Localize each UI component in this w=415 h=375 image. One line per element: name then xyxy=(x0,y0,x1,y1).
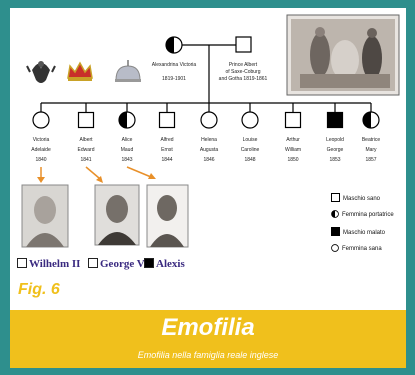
figure-label: Fig. 6 xyxy=(18,281,60,298)
caption-wilhelm: Wilhelm II xyxy=(17,258,80,270)
mother-years: 1819-1901 xyxy=(162,76,186,82)
page-title: Emofilia xyxy=(161,314,255,341)
child-birth-year: 1848 xyxy=(244,157,255,163)
healthy-male-square-icon xyxy=(88,258,98,268)
child-name: Edward xyxy=(78,147,95,153)
legend-healthy-female: Femmina sana xyxy=(331,244,382,252)
title-banner xyxy=(10,310,406,368)
child-symbol-3 xyxy=(118,111,136,129)
child-name: Mary xyxy=(365,147,377,153)
child-symbol-9 xyxy=(362,111,380,129)
child-name: Victoria xyxy=(33,137,50,143)
affected-male-square-icon xyxy=(144,258,154,268)
child-name: Maud xyxy=(121,147,134,153)
page-subtitle: Emofilia nella famiglia reale inglese xyxy=(137,350,279,360)
child-name: Louise xyxy=(243,137,258,143)
imperial-crown-icon xyxy=(115,60,141,82)
child-name: Alice xyxy=(122,137,133,143)
caption-alexis: Alexis xyxy=(144,258,185,270)
child-symbol-7 xyxy=(284,111,302,129)
child-symbol-4 xyxy=(158,111,176,129)
child-name: Albert xyxy=(79,137,93,143)
child-symbol-2 xyxy=(77,111,95,129)
child-birth-year: 1850 xyxy=(287,157,298,163)
child-birth-year: 1857 xyxy=(365,157,376,163)
eagle-emblem-icon xyxy=(26,61,56,83)
child-birth-year: 1853 xyxy=(329,157,340,163)
child-symbol-1 xyxy=(32,111,50,129)
healthy-male-legend-icon xyxy=(331,193,340,202)
child-name: Caroline xyxy=(241,147,260,153)
child-name: Helena xyxy=(201,137,217,143)
carrier-female-legend-icon xyxy=(331,210,339,218)
portrait-george xyxy=(94,184,140,246)
legend-affected-male: Maschio malato xyxy=(331,227,385,236)
crown-icon xyxy=(67,61,93,81)
descent-arrows xyxy=(37,166,156,183)
child-name: Leopold xyxy=(326,137,344,143)
child-name: Adelaide xyxy=(31,147,51,153)
legend-carrier-female: Femmina portatrice xyxy=(331,210,394,218)
royal-family-painting xyxy=(286,14,400,96)
child-birth-year: 1844 xyxy=(161,157,172,163)
father-name-2: of Saxe-Coburg xyxy=(225,69,260,75)
father-name-3: and Gotha 1819-1861 xyxy=(219,76,268,82)
child-birth-year: 1841 xyxy=(80,157,91,163)
mother-name: Alexandrina Victoria xyxy=(152,62,197,68)
child-birth-year: 1843 xyxy=(121,157,132,163)
child-name: Alfred xyxy=(160,137,173,143)
healthy-female-legend-icon xyxy=(331,244,339,252)
child-name: Arthur xyxy=(286,137,300,143)
child-name: George xyxy=(327,147,344,153)
father-name-1: Prince Albert xyxy=(229,62,258,68)
caption-george: George V xyxy=(88,258,145,270)
healthy-male-square-icon xyxy=(17,258,27,268)
child-name: William xyxy=(285,147,301,153)
mother-symbol xyxy=(165,36,183,54)
legend-healthy-male: Maschio sano xyxy=(331,193,380,202)
child-symbol-6 xyxy=(241,111,259,129)
child-name: Beatrice xyxy=(362,137,381,143)
affected-male-legend-icon xyxy=(331,227,340,236)
portrait-wilhelm xyxy=(21,184,69,248)
child-name: Augusta xyxy=(200,147,219,153)
father-symbol xyxy=(235,36,252,53)
child-symbol-5 xyxy=(200,111,218,129)
child-birth-year: 1846 xyxy=(203,157,214,163)
child-symbol-8 xyxy=(326,111,344,129)
child-name: Ernst xyxy=(161,147,173,153)
child-birth-year: 1840 xyxy=(35,157,46,163)
portrait-alexis xyxy=(146,184,189,248)
